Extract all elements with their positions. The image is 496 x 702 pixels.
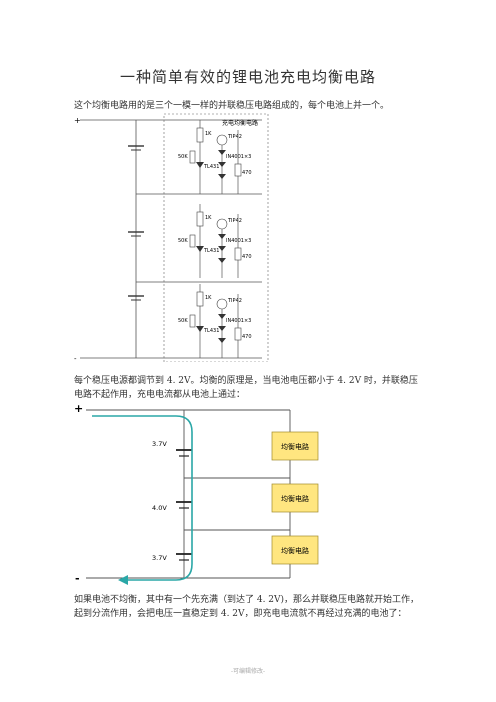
- minus-label: -: [75, 572, 80, 585]
- battery-cell: [176, 501, 192, 509]
- balancer-module: 均衡电路: [271, 431, 319, 461]
- pot-label: 50K: [178, 154, 188, 160]
- diode-label: IN4001×3: [226, 238, 251, 244]
- regulator-module: 1K 50K TL431 TIP42 IN4001×3 470: [178, 204, 252, 278]
- resistor-label: 470: [242, 334, 252, 340]
- transistor-label: TIP42: [227, 218, 242, 224]
- resistor-label: 1K: [205, 215, 212, 221]
- plus-label: +: [74, 402, 83, 415]
- resistor-label: 1K: [205, 131, 212, 137]
- battery-cell: [176, 449, 192, 457]
- balancer-module-label: 均衡电路: [281, 494, 309, 503]
- balancer-box: [163, 113, 269, 362]
- paragraph-intro: 这个均衡电路用的是三个一模一样的并联稳压电路组成的，每个电池上并一个。: [74, 101, 390, 111]
- paragraph-unbalanced: 如果电池不均衡，其中有一个先充满（到达了 4. 2V)，那么并联稳压电路就开始工…: [74, 595, 420, 619]
- battery-cell: [128, 231, 144, 237]
- battery-cell: [128, 145, 144, 151]
- regulator-module: 1K 50K TL431 TIP42 IN4001×3 470: [178, 284, 252, 358]
- block-diagram-figure: + - 3.7V 4.0V 3.7V 均衡电路 均衡电路 均衡电路: [74, 402, 319, 585]
- diode-label: IN4001×3: [226, 318, 251, 324]
- ic-label: TL431: [203, 248, 219, 254]
- balancer-module: 均衡电路: [271, 535, 319, 565]
- ic-label: TL431: [203, 328, 219, 334]
- balancer-module-label: 均衡电路: [281, 442, 309, 451]
- battery-cell: [176, 553, 192, 561]
- transistor-label: TIP42: [227, 298, 242, 304]
- balancer-box-label: 充电均衡电路: [222, 119, 258, 127]
- cell-voltage-label: 3.7V: [152, 440, 167, 448]
- regulator-module: 1K 50K TL431 TIP42 IN4001×3 470: [178, 120, 252, 194]
- balancer-module: 均衡电路: [271, 483, 319, 513]
- plus-label: +: [74, 116, 81, 125]
- diode-label: IN4001×3: [226, 154, 251, 160]
- balancer-module-label: 均衡电路: [281, 546, 309, 555]
- page-footer: -可编辑修改-: [230, 668, 266, 675]
- schematic-figure: + - 充电均衡电路 1K 50K TL431 TIP42 IN4001×3 4: [74, 113, 269, 362]
- pot-label: 50K: [178, 318, 188, 324]
- arrow-head-icon: [118, 575, 128, 585]
- page-title: 一种简单有效的锂电池充电均衡电路: [119, 68, 376, 86]
- transistor-label: TIP42: [227, 134, 242, 140]
- ic-label: TL431: [203, 164, 219, 170]
- resistor-label: 470: [242, 170, 252, 176]
- minus-label: -: [74, 355, 77, 362]
- pot-label: 50K: [178, 238, 188, 244]
- cell-voltage-label: 3.7V: [152, 554, 167, 562]
- paragraph-principle: 每个稳压电源都调节到 4. 2V。均衡的原理是，当电池电压都小于 4. 2V 时…: [74, 376, 418, 400]
- resistor-label: 470: [242, 254, 252, 260]
- cell-voltage-label: 4.0V: [152, 504, 167, 512]
- current-flow-arrow: [92, 415, 193, 581]
- battery-cell: [128, 295, 144, 301]
- resistor-label: 1K: [205, 295, 212, 301]
